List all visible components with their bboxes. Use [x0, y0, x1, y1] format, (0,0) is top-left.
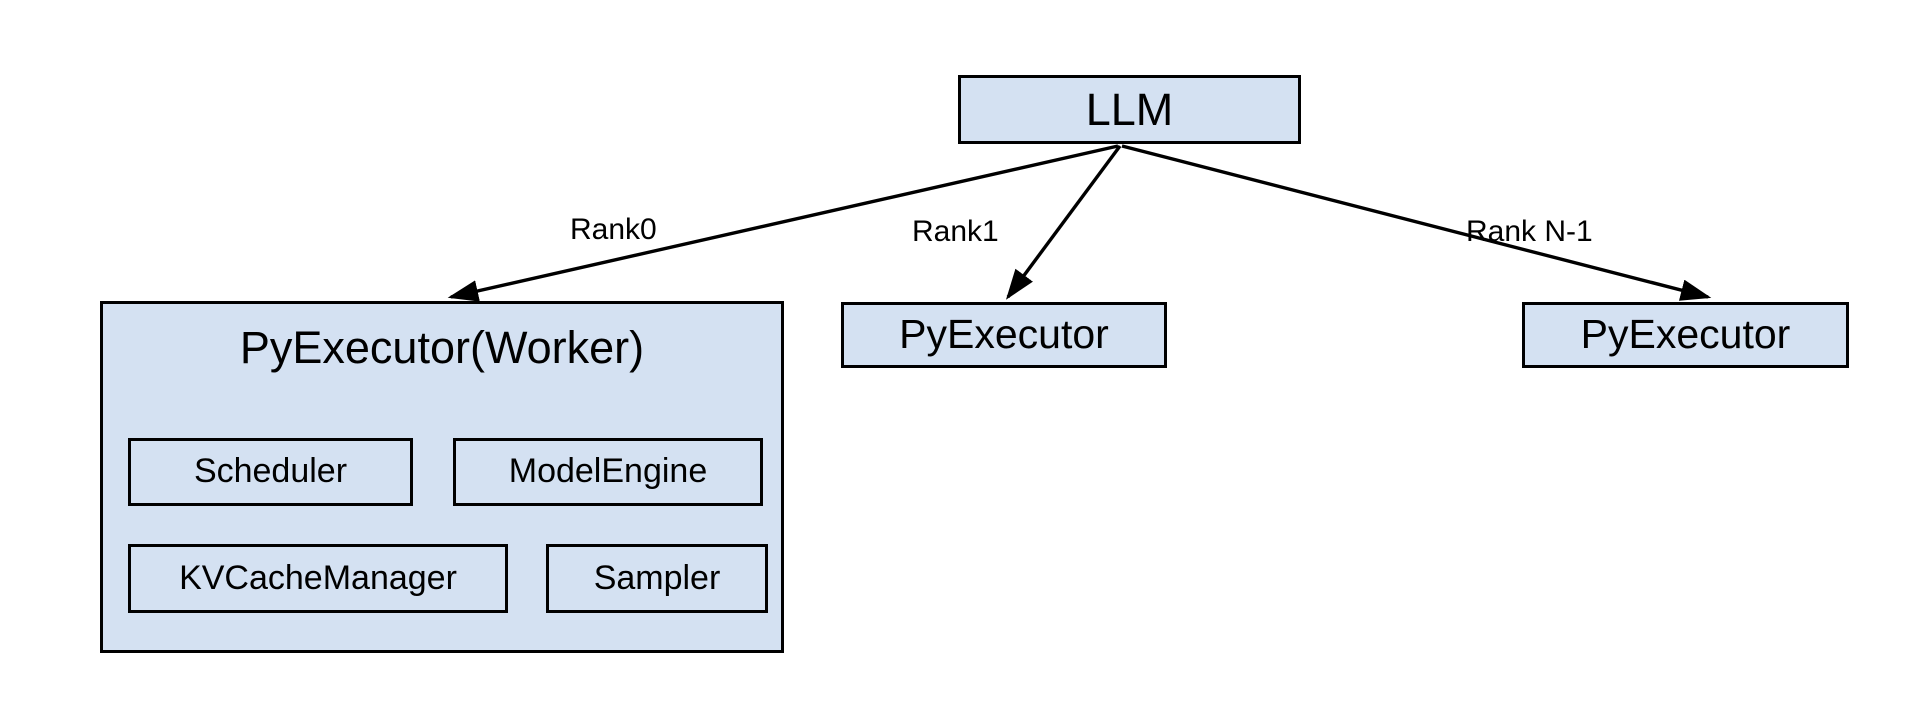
node-pyexecutor-rank1[interactable]: PyExecutor: [841, 302, 1167, 368]
node-scheduler[interactable]: Scheduler: [128, 438, 413, 506]
node-kv-cache-manager-label: KVCacheManager: [179, 558, 457, 597]
edge-llm-to-executor-rankn: [1121, 144, 1712, 301]
node-sampler[interactable]: Sampler: [546, 544, 768, 613]
node-model-engine-label: ModelEngine: [508, 452, 708, 491]
node-pyexecutor-worker[interactable]: PyExecutor(Worker) Scheduler ModelEngine…: [100, 301, 784, 653]
edge-label-rank1: Rank1: [912, 215, 999, 248]
node-scheduler-label: Scheduler: [193, 452, 348, 491]
node-pyexecutor-rank-n-1-label: PyExecutor: [1580, 311, 1791, 358]
node-sampler-label: Sampler: [593, 558, 721, 597]
edge-label-rank0: Rank0: [570, 213, 657, 246]
edge-llm-to-executor-rank1: [1005, 144, 1122, 300]
node-pyexecutor-rank1-label: PyExecutor: [899, 311, 1109, 358]
node-llm[interactable]: LLM: [958, 75, 1301, 144]
node-kv-cache-manager[interactable]: KVCacheManager: [128, 544, 508, 613]
node-pyexecutor-worker-label: PyExecutor(Worker): [239, 322, 645, 373]
node-llm-label: LLM: [1085, 83, 1174, 135]
edge-llm-to-worker: [447, 144, 1119, 302]
node-pyexecutor-rank-n-1[interactable]: PyExecutor: [1522, 302, 1849, 368]
node-model-engine[interactable]: ModelEngine: [453, 438, 763, 506]
edge-label-rank-n-1: Rank N-1: [1466, 215, 1593, 248]
